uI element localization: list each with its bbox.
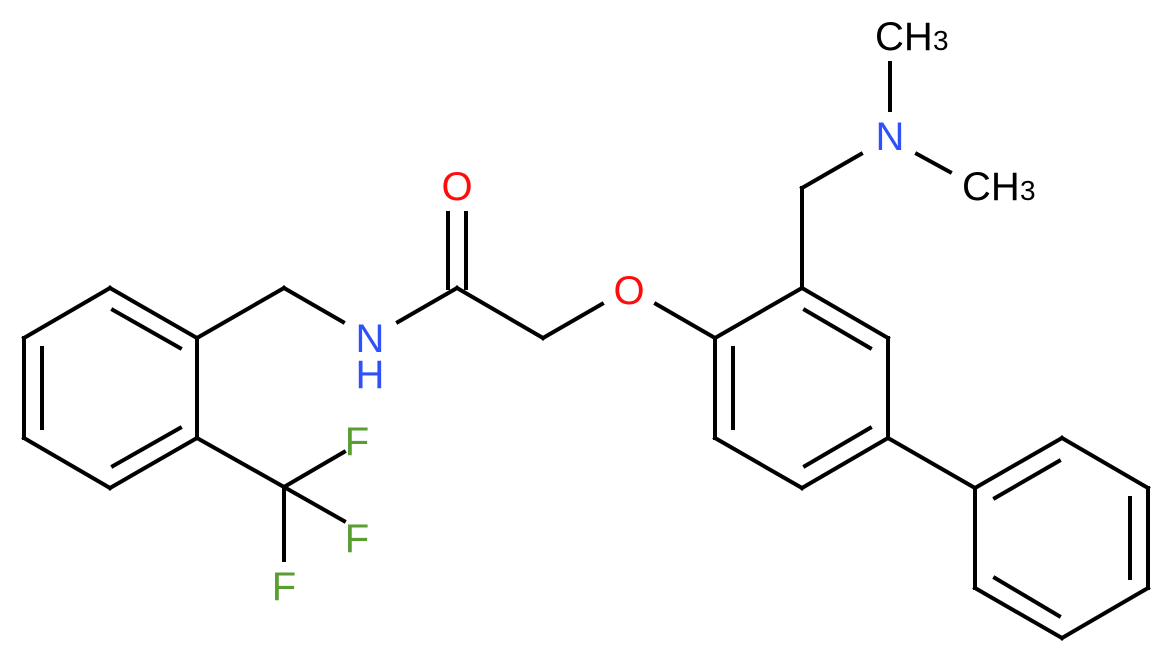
fluorine-label-3: F xyxy=(272,565,296,609)
carbonyl-oxygen-label: O xyxy=(441,165,472,209)
amide-nitrogen-label: N xyxy=(356,317,385,361)
ether-oxygen-label: O xyxy=(613,269,644,313)
atom-labels: O O N H N CH 3 CH 3 F F F xyxy=(272,15,1036,609)
methyl-right-subscript: 3 xyxy=(1020,175,1036,206)
amide-hydrogen-label: H xyxy=(356,353,385,397)
fluorine-label-1: F xyxy=(345,420,369,464)
methyl-top-label: CH xyxy=(875,15,933,59)
bonds xyxy=(21,61,1151,641)
fluorine-label-2: F xyxy=(345,517,369,561)
amine-nitrogen-label: N xyxy=(876,115,905,159)
methyl-right-label: CH xyxy=(962,165,1020,209)
methyl-top-subscript: 3 xyxy=(933,25,949,56)
